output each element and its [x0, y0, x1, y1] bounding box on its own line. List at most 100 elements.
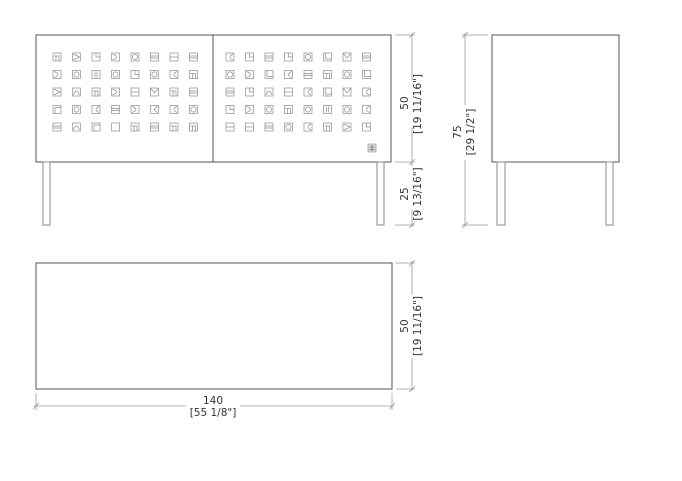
- side-right-leg: [605, 161, 614, 226]
- pattern-arch-icon: [72, 87, 81, 97]
- pattern-lines-icon: [362, 52, 371, 62]
- pattern-sq-icon: [111, 122, 120, 132]
- pattern-hook-icon: [169, 122, 179, 132]
- pattern-tri-icon: [72, 52, 81, 62]
- pattern-hline-icon: [169, 52, 179, 62]
- front-right-leg: [376, 161, 385, 226]
- pattern-V-icon: [150, 87, 159, 97]
- side-left-leg: [496, 161, 506, 226]
- pattern-C-icon: [362, 87, 371, 97]
- pattern-U-icon: [264, 70, 274, 79]
- pattern-hook-icon: [323, 122, 332, 132]
- pattern-lines-icon: [264, 122, 274, 132]
- pattern-C-icon: [284, 70, 293, 79]
- pattern-circle-icon: [130, 52, 140, 62]
- pattern-tri-icon: [342, 122, 352, 132]
- panel-height-label: 50: [399, 96, 411, 109]
- pattern-lines-icon: [189, 52, 198, 62]
- pattern-C-icon: [169, 70, 179, 79]
- pattern-circle-icon: [225, 70, 235, 79]
- pattern-lines-icon: [264, 52, 274, 62]
- pattern-L-icon: [284, 52, 293, 62]
- top-view: 50 [19 11/16"] 140 [55 1/8"]: [32, 259, 424, 419]
- pattern-hook-icon: [91, 87, 101, 97]
- pattern-circle-icon: [72, 70, 81, 79]
- pattern-arch-icon: [264, 87, 274, 97]
- pattern-bars-icon: [91, 70, 101, 79]
- pattern-U-icon: [362, 70, 371, 79]
- cabinet-side-body: [491, 34, 620, 163]
- pattern-lines-icon: [52, 122, 62, 132]
- pattern-D-icon: [245, 70, 254, 79]
- pattern-hline-icon: [225, 122, 235, 132]
- pattern-hook-icon: [284, 105, 293, 114]
- pattern-hook-icon: [130, 122, 140, 132]
- leg-height-inches-label: [9 13/16"]: [412, 167, 424, 220]
- pattern-D-icon: [130, 105, 140, 114]
- leg-height-label: 25: [399, 187, 411, 200]
- pattern-circle-icon: [342, 70, 352, 79]
- pattern-C-icon: [225, 52, 235, 62]
- pattern-lines-icon: [303, 70, 313, 79]
- pattern-circle-icon: [303, 105, 313, 114]
- pattern-C-icon: [150, 105, 159, 114]
- pattern-circle-icon: [111, 70, 120, 79]
- front-height-dimension: 50 [19 11/16"] 25 [9 13/16"]: [395, 31, 424, 229]
- depth-label: 50: [399, 319, 411, 332]
- pattern-circle-icon: [264, 105, 274, 114]
- logo-icon: [367, 143, 377, 153]
- pattern-L-icon: [130, 70, 140, 79]
- depth-dimension: 50 [19 11/16"]: [396, 259, 424, 393]
- pattern-V-icon: [342, 87, 352, 97]
- pattern-D-icon: [245, 105, 254, 114]
- pattern-lines-icon: [189, 87, 198, 97]
- pattern-D-icon: [111, 52, 120, 62]
- total-height-dimension: 75 [29 1/2"]: [452, 31, 488, 229]
- pattern-circle-icon: [303, 52, 313, 62]
- pattern-C-icon: [91, 105, 101, 114]
- pattern-U-icon: [323, 52, 332, 62]
- pattern-corner-icon: [91, 122, 101, 132]
- left-door-pattern: [52, 52, 198, 132]
- pattern-circle-icon: [150, 70, 159, 79]
- pattern-L-icon: [245, 87, 254, 97]
- pattern-hook-icon: [169, 87, 179, 97]
- front-left-leg: [42, 161, 51, 226]
- pattern-C-icon: [303, 122, 313, 132]
- pattern-C-icon: [362, 105, 371, 114]
- front-view: 50 [19 11/16"] 25 [9 13/16"]: [35, 31, 424, 229]
- pattern-lines-icon: [150, 52, 159, 62]
- pattern-circle-icon: [284, 122, 293, 132]
- pattern-circle-icon: [72, 105, 81, 114]
- pattern-hline-icon: [245, 122, 254, 132]
- depth-inches-label: [19 11/16"]: [412, 296, 424, 356]
- panel-height-inches-label: [19 11/16"]: [412, 74, 424, 134]
- pattern-C-icon: [303, 87, 313, 97]
- pattern-L-icon: [225, 105, 235, 114]
- pattern-bars-icon: [323, 105, 332, 114]
- pattern-hook-icon: [52, 52, 62, 62]
- pattern-tri-icon: [52, 87, 62, 97]
- pattern-lines-icon: [225, 87, 235, 97]
- total-height-inches-label: [29 1/2"]: [465, 109, 477, 156]
- pattern-C-icon: [169, 105, 179, 114]
- cabinet-top-body: [35, 262, 393, 390]
- pattern-L-icon: [245, 52, 254, 62]
- pattern-D-icon: [111, 87, 120, 97]
- pattern-hline-icon: [130, 87, 140, 97]
- pattern-lines-icon: [111, 105, 120, 114]
- pattern-hook-icon: [189, 122, 198, 132]
- pattern-hook-icon: [189, 70, 198, 79]
- pattern-D-icon: [52, 70, 62, 79]
- pattern-arch-icon: [72, 122, 81, 132]
- side-view: 75 [29 1/2"]: [452, 31, 620, 229]
- width-label: 140: [203, 395, 223, 407]
- width-dimension: 140 [55 1/8"]: [32, 393, 396, 419]
- pattern-corner-icon: [52, 105, 62, 114]
- pattern-hook-icon: [323, 70, 332, 79]
- pattern-circle-icon: [342, 105, 352, 114]
- width-inches-label: [55 1/8"]: [190, 407, 237, 419]
- pattern-L-icon: [362, 122, 371, 132]
- pattern-V-icon: [342, 52, 352, 62]
